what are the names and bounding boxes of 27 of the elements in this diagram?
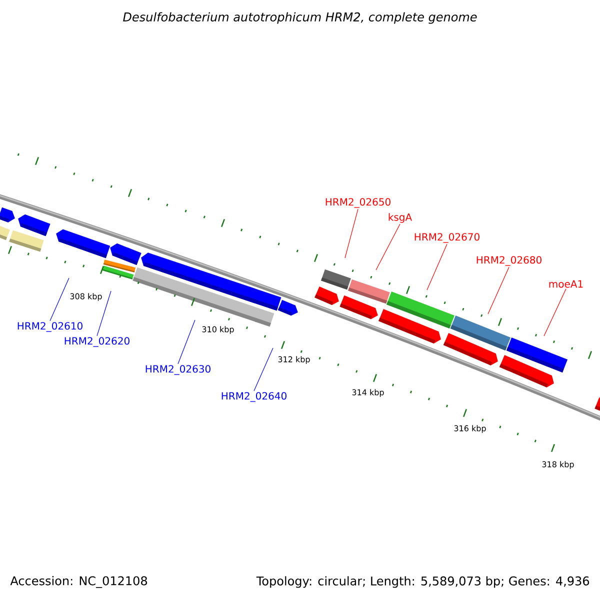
leader-line: [544, 288, 566, 336]
scale-label: 316 kbp: [454, 425, 486, 433]
gene-label: HRM2_02680: [476, 256, 542, 266]
leader-line: [488, 266, 510, 314]
leader-line: [178, 320, 196, 364]
scale-label: 310 kbp: [202, 326, 234, 334]
leader-line: [50, 278, 70, 322]
leader-line: [96, 290, 112, 336]
gene-label: ksgA: [388, 213, 412, 223]
gene-label: HRM2_02620: [64, 337, 130, 347]
gene-label: HRM2_02630: [146, 365, 210, 375]
leader-line: [254, 348, 274, 392]
gene-label: HRM2_02640: [222, 392, 286, 402]
gene-label: HRM2_02670: [414, 233, 480, 243]
scale-label: 308 kbp: [70, 293, 102, 301]
leader-line: [376, 224, 400, 270]
gene-label: HRM2_02650: [326, 198, 390, 208]
leader-line: [344, 208, 358, 258]
accession-label: Accession: NC_012108: [10, 576, 148, 588]
genome-stats-label: Topology: circular; Length: 5,589,073 bp; Genes: 4,936: [256, 576, 590, 588]
scale-label: 314 kbp: [352, 389, 384, 397]
scale-label: 318 kbp: [542, 461, 574, 469]
leader-line: [426, 244, 448, 290]
gene-label: HRM2_02610: [18, 322, 82, 332]
gene-label: moeA1: [549, 280, 583, 288]
scale-label: 312 kbp: [278, 356, 310, 364]
title: Desulfobacterium autotrophicum HRM2, complete genome: [123, 12, 477, 24]
